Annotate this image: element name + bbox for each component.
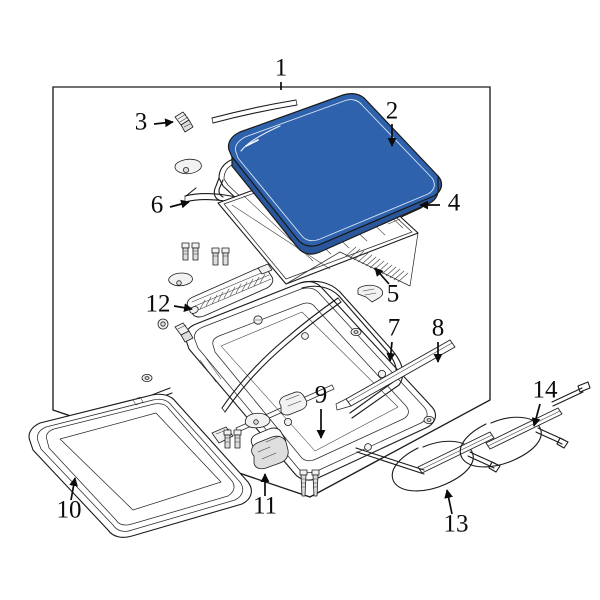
callout-number-7: 7 bbox=[388, 315, 401, 342]
fastener-bolt-3 bbox=[174, 111, 194, 133]
clip-upper bbox=[174, 158, 202, 175]
callout-leader-14 bbox=[531, 403, 541, 427]
callout-number-1: 1 bbox=[275, 55, 288, 82]
fastener-bolt-pair-c bbox=[223, 429, 242, 449]
fastener-bolt-pair-b bbox=[211, 247, 230, 266]
callout-number-11: 11 bbox=[253, 493, 277, 520]
part-headliner-opening-trim bbox=[28, 393, 252, 538]
clip-lower-right bbox=[357, 284, 384, 303]
callout-number-14: 14 bbox=[533, 377, 559, 404]
callout-number-12: 12 bbox=[146, 291, 171, 318]
callout-number-6: 6 bbox=[151, 192, 164, 219]
callout-number-13: 13 bbox=[444, 511, 469, 538]
callout-leader-12 bbox=[173, 303, 193, 313]
callout-leader-5 bbox=[374, 267, 390, 285]
part-drive-motor-bracket bbox=[250, 427, 289, 470]
part-drain-hose-front bbox=[459, 381, 591, 468]
callout-number-5: 5 bbox=[387, 281, 400, 308]
fastener-nut-bolt-12 bbox=[157, 318, 194, 343]
part-drain-hose-rear bbox=[355, 431, 501, 492]
assembly-boundary-box bbox=[52, 86, 491, 498]
part-sunroof-glass-panel-highlighted bbox=[227, 93, 443, 255]
upper-trim-rod bbox=[211, 99, 298, 124]
callout-leader-10 bbox=[69, 477, 78, 501]
callout-number-4: 4 bbox=[448, 190, 461, 217]
callout-leader-13 bbox=[444, 489, 453, 515]
clip-mid bbox=[168, 272, 193, 287]
callout-leader-7 bbox=[386, 341, 396, 362]
callout-leader-6 bbox=[169, 199, 190, 209]
weatherstrip-hook bbox=[213, 177, 224, 201]
callout-number-2: 2 bbox=[386, 98, 399, 125]
callout-leader-3 bbox=[153, 118, 174, 128]
washer-set bbox=[141, 327, 435, 424]
callout-number-10: 10 bbox=[57, 497, 82, 524]
fastener-bolt-pair-a bbox=[181, 242, 200, 261]
part-guide-rail-slide bbox=[186, 263, 274, 318]
callout-number-8: 8 bbox=[432, 315, 445, 342]
fastener-screw-pair bbox=[299, 469, 320, 497]
part-guide-rod bbox=[335, 339, 456, 411]
callout-number-3: 3 bbox=[135, 109, 148, 136]
callout-number-9: 9 bbox=[315, 382, 328, 409]
clip-near-motor bbox=[244, 412, 271, 429]
